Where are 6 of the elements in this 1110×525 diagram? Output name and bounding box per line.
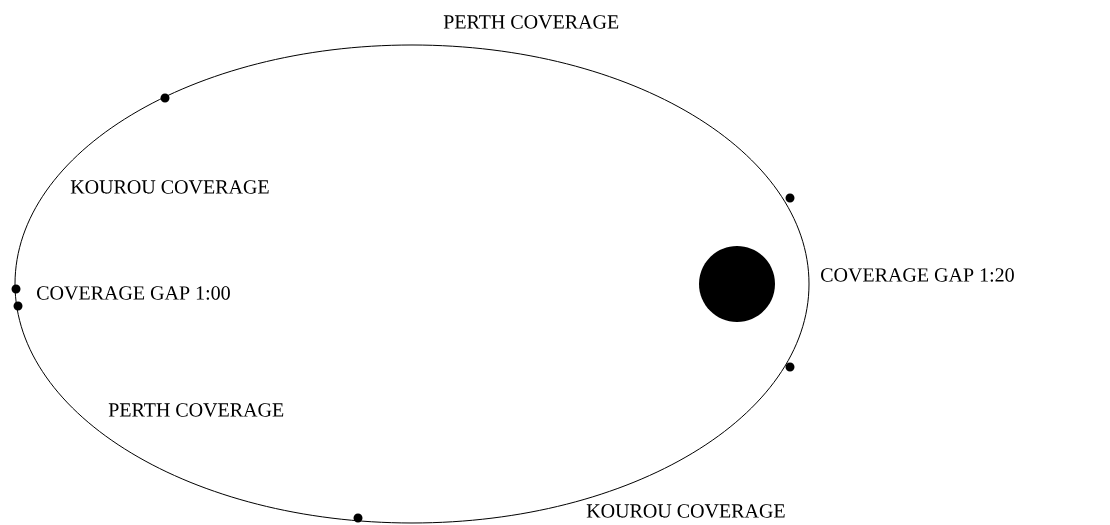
coverage-label: KOUROU COVERAGE (586, 504, 785, 518)
coverage-label: PERTH COVERAGE (443, 15, 619, 29)
coverage-label: COVERAGE GAP 1:00 (37, 286, 230, 300)
coverage-label: COVERAGE GAP 1:20 (821, 268, 1014, 282)
coverage-label: KOUROU COVERAGE (70, 180, 269, 194)
coverage-label: PERTH COVERAGE (108, 403, 284, 417)
